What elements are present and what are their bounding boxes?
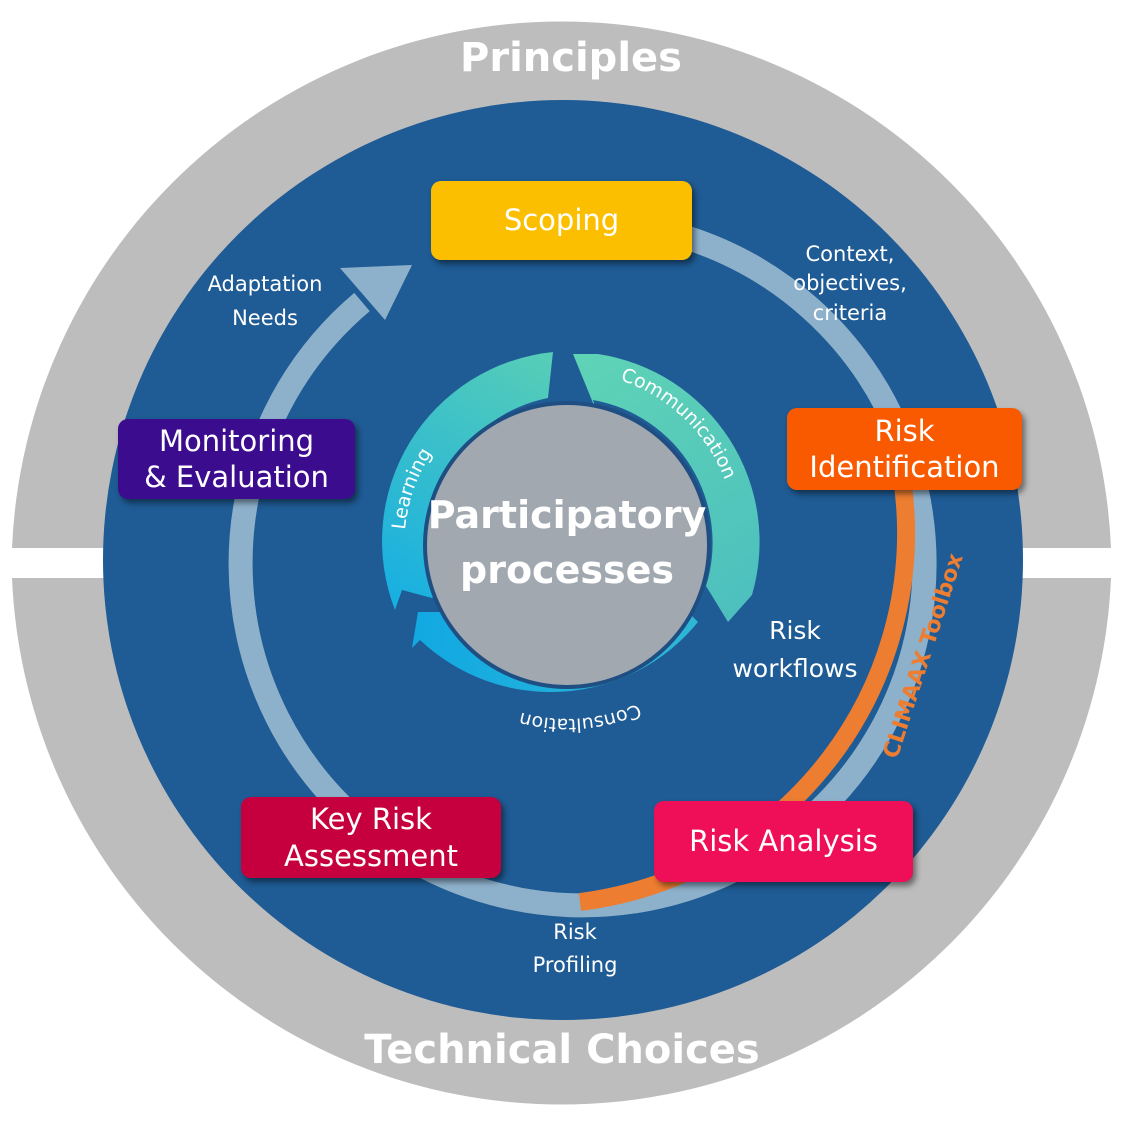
scoping-label: Scoping bbox=[503, 203, 620, 238]
center-title: Participatory processes bbox=[407, 488, 727, 598]
center-title-line1: Participatory bbox=[427, 493, 707, 537]
workflows-line2: workflows bbox=[732, 653, 858, 683]
adaptation-line1: Adaptation bbox=[207, 272, 323, 296]
profiling-line2: Profiling bbox=[532, 952, 618, 977]
risk-analysis-box: Risk Analysis bbox=[654, 801, 913, 882]
monitoring-line2: & Evaluation bbox=[144, 460, 329, 494]
principles-title: Principles bbox=[460, 35, 682, 81]
context-line3: criteria bbox=[812, 300, 888, 325]
communication-arrow bbox=[573, 354, 760, 622]
risk-identification-line1: Risk bbox=[874, 413, 935, 448]
scoping-box: Scoping bbox=[431, 181, 692, 260]
risk-analysis-label: Risk Analysis bbox=[689, 824, 878, 859]
key-risk-assessment-box: Key Risk Assessment bbox=[241, 797, 501, 878]
context-line2: objectives, bbox=[793, 271, 907, 296]
adaptation-label: Adaptation Needs bbox=[190, 268, 340, 335]
key-risk-line1: Key Risk bbox=[310, 802, 432, 837]
risk-identification-line2: Identification bbox=[809, 450, 1000, 484]
context-line1: Context, bbox=[805, 242, 895, 266]
outer-ring bbox=[12, 21, 1111, 1105]
risk-identification-box: Risk Identification bbox=[787, 408, 1022, 490]
profiling-line1: Risk bbox=[553, 920, 597, 944]
workflows-label: Risk workflows bbox=[720, 612, 870, 687]
outer-ring-bottom bbox=[12, 578, 1111, 1105]
center-title-line2: processes bbox=[460, 548, 674, 593]
technical-choices-title: Technical Choices bbox=[364, 1027, 760, 1073]
center-disc bbox=[423, 401, 711, 689]
context-label: Context, objectives, criteria bbox=[770, 240, 930, 328]
monitoring-line1: Monitoring bbox=[158, 423, 315, 458]
key-risk-line2: Assessment bbox=[284, 838, 458, 873]
monitoring-evaluation-box: Monitoring & Evaluation bbox=[118, 419, 355, 499]
cycle-arrowhead bbox=[340, 265, 412, 320]
adaptation-line2: Needs bbox=[232, 305, 298, 330]
outer-ring-top bbox=[12, 21, 1111, 548]
profiling-label: Risk Profiling bbox=[510, 916, 640, 981]
workflows-line1: Risk bbox=[769, 616, 821, 645]
